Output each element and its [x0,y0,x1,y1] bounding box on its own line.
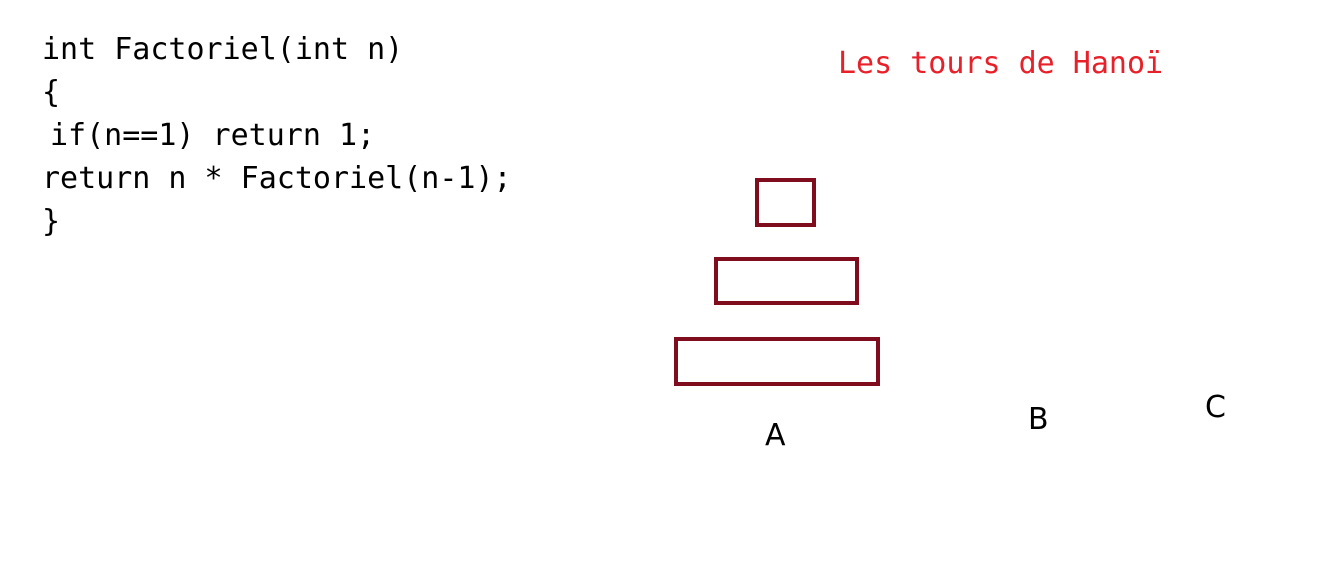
disk-medium [714,257,859,305]
code-line-3: if(n==1) return 1; [50,118,376,153]
peg-label-c: C [1205,390,1226,425]
code-line-2: { [42,75,61,110]
disk-small [755,178,816,227]
code-line-4: return n * Factoriel(n-1); [42,161,512,196]
code-line-1: int Factoriel(int n) [42,32,404,67]
peg-label-a: A [765,418,786,453]
code-block: int Factoriel(int n) { if(n==1) return 1; r… [42,28,512,243]
diagram-title: Les tours de Hanoï [838,46,1164,81]
disk-large [674,337,880,386]
code-line-5: } [42,204,61,239]
peg-label-b: B [1028,402,1049,437]
